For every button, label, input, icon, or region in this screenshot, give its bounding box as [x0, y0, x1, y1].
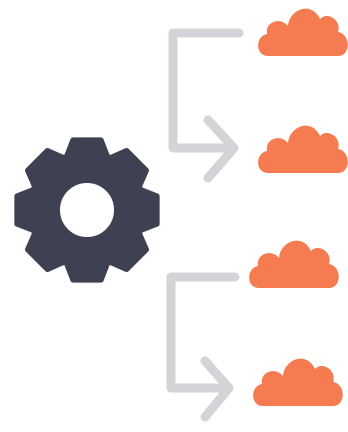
gear-body	[14, 137, 160, 283]
connector-top-line	[168, 28, 244, 153]
arrow-right-icon	[203, 115, 239, 183]
cloud-icon	[249, 240, 339, 288]
connector-top	[168, 28, 244, 183]
gear-icon	[14, 137, 160, 283]
cloud-icon	[258, 125, 348, 173]
cloud-icon	[258, 8, 348, 56]
connector-bottom	[166, 272, 240, 422]
arrow-right-icon	[200, 356, 234, 422]
connector-bottom-line	[166, 272, 240, 393]
cloud-icon	[253, 358, 343, 406]
